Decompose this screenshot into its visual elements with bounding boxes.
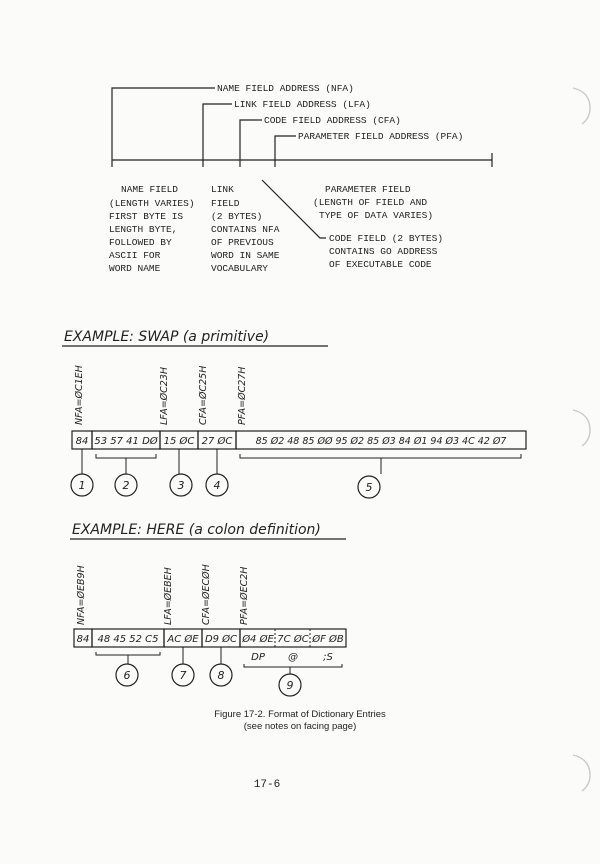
example2-pfa-label: PFA=ØEC2H	[239, 567, 250, 625]
example2-cell-box	[239, 628, 347, 648]
link-field-line: FIELD	[211, 198, 240, 209]
callout-circle	[70, 473, 94, 497]
example2-cfa-label: CFA=ØECØH	[201, 564, 212, 625]
parameter-field-line: TYPE OF DATA VARIES)	[319, 210, 433, 221]
example2-code-value: D9 ØC	[205, 633, 237, 645]
example1-lfa-label: LFA=ØC23H	[159, 367, 170, 425]
caption-line: Figure 17-2. Format of Dictionary Entrie…	[214, 709, 386, 720]
example1-brackets	[81, 449, 522, 474]
callout-number: 5	[366, 481, 373, 494]
example2-title: EXAMPLE: HERE (a colon definition)	[72, 522, 321, 538]
example1-code-value: 27 ØC	[202, 435, 233, 447]
callout-number: 7	[180, 669, 187, 682]
name-field-line: LENGTH BYTE,	[109, 224, 177, 235]
example1-cells	[71, 430, 527, 450]
callout-circle	[115, 663, 139, 687]
link-field-line: VOCABULARY	[211, 263, 268, 274]
example2-nfa-label: NFA=ØEB9H	[76, 565, 87, 625]
callout-number: 8	[218, 669, 225, 682]
link-field-description: LINK FIELD (2 BYTES) CONTAINS NFA OF PRE…	[211, 184, 280, 274]
example1-cfa-label: CFA=ØC25H	[198, 366, 209, 425]
pfa-label: PARAMETER FIELD ADDRESS (PFA)	[298, 131, 463, 142]
param-word-dp: DP	[251, 652, 266, 663]
example2-param-dividers	[274, 629, 311, 647]
example2-link-value: AC ØE	[166, 633, 199, 645]
callout-circle	[278, 673, 302, 697]
nfa-label: NAME FIELD ADDRESS (NFA)	[217, 83, 354, 94]
link-field-line: LINK	[211, 184, 234, 195]
figure-caption: Figure 17-2. Format of Dictionary Entrie…	[214, 709, 386, 732]
example1-callouts: 1 2 3 4 5	[70, 473, 381, 499]
page-number: 17-6	[254, 779, 280, 791]
cfa-label: CODE FIELD ADDRESS (CFA)	[264, 115, 401, 126]
example1-cell-values: 84 53 57 41 DØ 15 ØC 27 ØC 85 Ø2 48 85 Ø…	[76, 435, 507, 447]
name-field-line: FIRST BYTE IS	[109, 211, 183, 222]
name-field-line: (LENGTH VARIES)	[109, 198, 195, 209]
example2-len-value: 84	[77, 634, 90, 645]
param-word-semis: ;S	[323, 652, 333, 663]
callout-circle	[205, 473, 229, 497]
callout-circle	[114, 473, 138, 497]
callout-circle	[171, 663, 195, 687]
general-format-diagram	[111, 87, 493, 239]
callout-number: 1	[79, 479, 86, 492]
example1-len-value: 84	[76, 436, 89, 447]
callout-circle	[169, 473, 193, 497]
example2-param-value: Ø4 ØE	[241, 633, 274, 645]
callout-number: 2	[123, 479, 130, 492]
example2-brackets	[95, 647, 343, 674]
callout-number: 6	[124, 669, 131, 682]
name-field-line: NAME FIELD	[121, 184, 178, 195]
example2-words: DP @ ;S	[251, 652, 333, 663]
code-field-line: CODE FIELD (2 BYTES)	[329, 233, 443, 244]
example2-cell-values: 84 48 45 52 C5 AC ØE D9 ØC Ø4 ØE 7C ØC Ø…	[77, 633, 344, 645]
code-field-description: CODE FIELD (2 BYTES) CONTAINS GO ADDRESS…	[329, 233, 443, 270]
code-field-line: OF EXECUTABLE CODE	[329, 259, 432, 270]
example2-name-value: 48 45 52 C5	[97, 634, 158, 645]
param-word-fetch: @	[288, 652, 298, 663]
code-field-line: CONTAINS GO ADDRESS	[329, 246, 438, 257]
example2-callouts: 6 7 8 9	[115, 663, 302, 697]
binder-hole-marks	[572, 87, 591, 792]
caption-line: (see notes on facing page)	[244, 721, 357, 732]
callout-circle	[209, 663, 233, 687]
link-field-line: CONTAINS NFA	[211, 224, 280, 235]
example1-link-value: 15 ØC	[164, 435, 195, 447]
example1-name-value: 53 57 41 DØ	[94, 435, 158, 447]
name-field-line: ASCII FOR	[109, 250, 161, 261]
example2-param-value: ØF ØB	[311, 633, 344, 645]
callout-number: 9	[287, 679, 294, 692]
example2-lfa-label: LFA=ØEBEH	[163, 567, 174, 625]
callout-circle	[357, 475, 381, 499]
name-field-line: FOLLOWED BY	[109, 237, 172, 248]
example1-title: EXAMPLE: SWAP (a primitive)	[64, 329, 269, 345]
callout-number: 3	[178, 479, 185, 492]
lfa-label: LINK FIELD ADDRESS (LFA)	[234, 99, 371, 110]
link-field-line: (2 BYTES)	[211, 211, 262, 222]
callout-number: 4	[214, 479, 221, 492]
example1-cell-box	[235, 430, 527, 450]
example1-param-value: 85 Ø2 48 85 ØØ 95 Ø2 85 Ø3 84 Ø1 94 Ø3 4…	[256, 436, 507, 447]
example1-pfa-label: PFA=ØC27H	[237, 367, 248, 425]
example2-param-value: 7C ØC	[277, 633, 308, 645]
link-field-line: WORD IN SAME	[211, 250, 280, 261]
example1-nfa-label: NFA=ØC1EH	[74, 365, 85, 425]
parameter-field-description: PARAMETER FIELD (LENGTH OF FIELD AND TYP…	[313, 184, 433, 221]
name-field-line: WORD NAME	[109, 263, 161, 274]
link-field-line: OF PREVIOUS	[211, 237, 274, 248]
parameter-field-line: (LENGTH OF FIELD AND	[313, 197, 427, 208]
name-field-description: NAME FIELD (LENGTH VARIES) FIRST BYTE IS…	[109, 184, 195, 274]
parameter-field-line: PARAMETER FIELD	[325, 184, 411, 195]
